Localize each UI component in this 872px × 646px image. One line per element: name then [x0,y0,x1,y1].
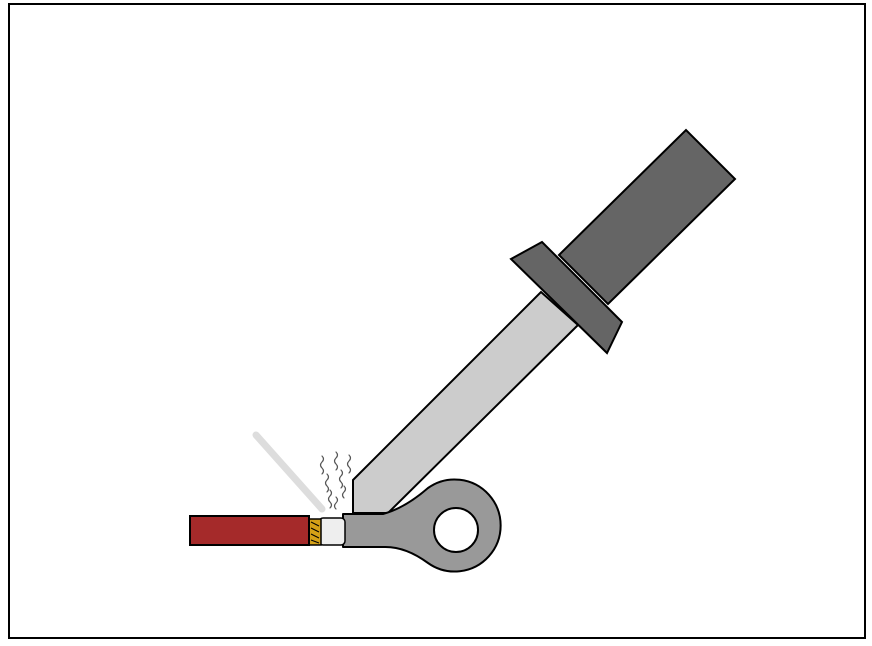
soldering-iron-shaft [352,290,580,514]
solder-joint [318,517,346,546]
soldering-iron-collar [509,240,624,355]
ring-terminal-hole [433,507,479,553]
solder-wire [252,431,326,513]
smoke-wisps [319,451,352,510]
wire-strands [308,518,322,546]
soldering-iron-handle [557,128,737,306]
wire-insulation [189,515,310,546]
